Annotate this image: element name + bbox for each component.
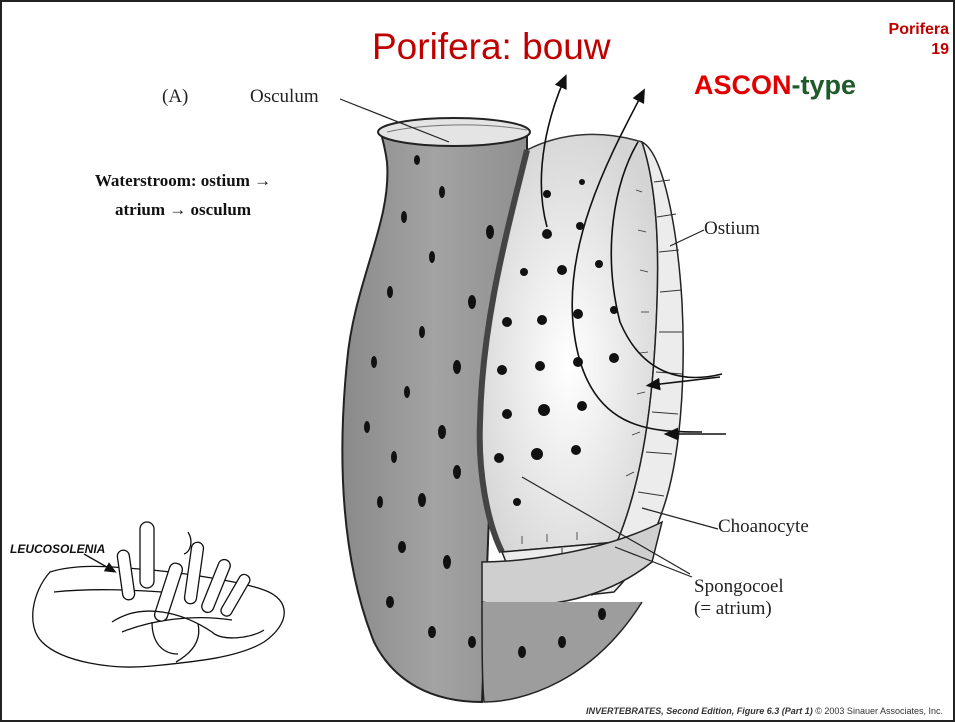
water-flow-note-line2: atrium → osculum [52,195,314,224]
slide-number: 19 [889,40,949,60]
choanocyte-label: Choanocyte [718,516,809,538]
caption-credit: © 2003 Sinauer Associates, Inc. [815,706,943,716]
caption-book-title: INVERTEBRATES, Second Edition, [586,706,734,716]
water-flow-note: Waterstroom: ostium → atrium → osculum [52,166,314,224]
leucosolenia-label: LEUCOSOLENIA [10,542,105,556]
sponge-type-heading: ASCON-type [694,70,856,101]
corner-label: Porifera [889,20,949,40]
type-name: ASCON [694,70,792,100]
spongocoel-note: (= atrium) [694,598,772,620]
ostium-label: Ostium [704,218,760,240]
figure-caption: INVERTEBRATES, Second Edition, Figure 6.… [586,706,943,716]
water-flow-note-line1: Waterstroom: ostium → [52,166,314,195]
caption-figure: Figure 6.3 (Part 1) [737,706,813,716]
type-suffix: -type [792,70,857,100]
panel-label: (A) [162,86,188,108]
spongocoel-label: Spongocoel [694,576,784,598]
osculum-label: Osculum [250,86,319,108]
slide-title: Porifera: bouw [372,26,611,68]
slide-header-corner: Porifera 19 [889,20,949,60]
osculum-rim [378,118,530,146]
